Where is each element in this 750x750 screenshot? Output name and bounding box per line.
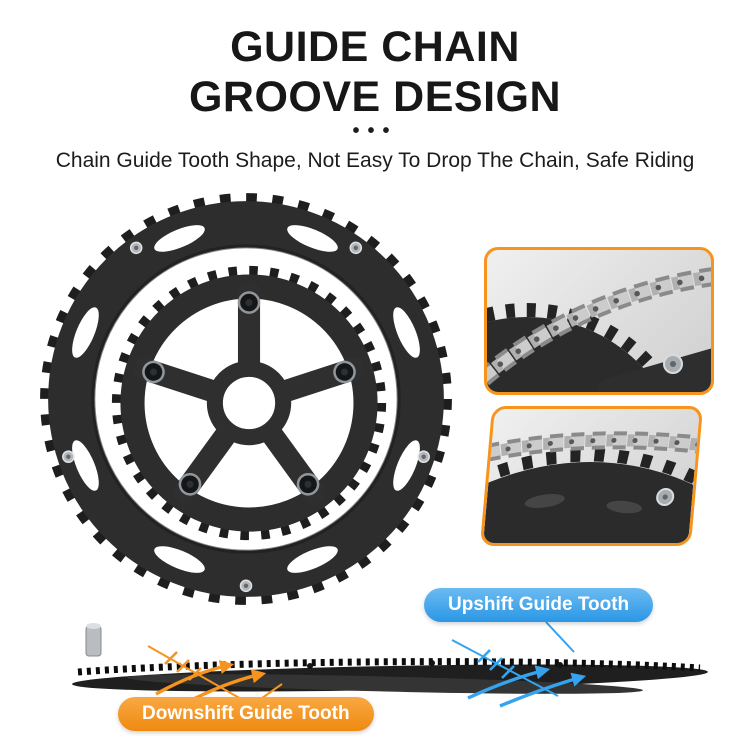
downshift-arrow <box>155 660 235 696</box>
chainring-front-photo <box>40 193 452 605</box>
chainring-bolt <box>237 291 261 314</box>
chain <box>484 431 700 462</box>
outer-ring-screw <box>62 450 75 464</box>
inset-photo-chain-on-teeth <box>484 247 714 395</box>
subtitle: Chain Guide Tooth Shape, Not Easy To Dro… <box>55 149 695 172</box>
outer-ring-screw <box>129 241 143 255</box>
downshift-guide-tooth-label: Downshift Guide Tooth <box>118 697 374 731</box>
outer-ring-screw <box>349 241 363 255</box>
gear-closeup <box>483 448 700 543</box>
page-title-line-2: GROOVE DESIGN <box>188 73 562 121</box>
outer-ring-screw <box>417 450 430 464</box>
inner-chainring <box>111 265 387 541</box>
chain <box>487 267 711 386</box>
chainring-bolt <box>296 472 320 496</box>
chainring-side-photo <box>72 621 708 708</box>
upshift-guide-tooth-label: Upshift Guide Tooth <box>424 588 654 622</box>
outer-ring-screw <box>239 579 253 593</box>
chainring-bolt <box>333 360 356 384</box>
hub-ring <box>206 360 292 446</box>
upshift-arrow <box>499 672 587 708</box>
guide-groove-closeup <box>483 431 700 543</box>
chain-on-teeth-closeup <box>487 267 711 392</box>
page-title-line-1: GUIDE CHAIN <box>230 23 520 71</box>
upshift-arrow <box>467 665 551 700</box>
crank-axle-stub <box>85 625 102 657</box>
upshift-annotation <box>451 621 587 708</box>
separator-dots: ••• <box>352 120 398 142</box>
chainring-bolt <box>142 360 165 384</box>
outer-chainring <box>40 193 452 605</box>
inset-photo-guide-groove <box>479 406 704 546</box>
chainring-bolt <box>178 472 202 496</box>
